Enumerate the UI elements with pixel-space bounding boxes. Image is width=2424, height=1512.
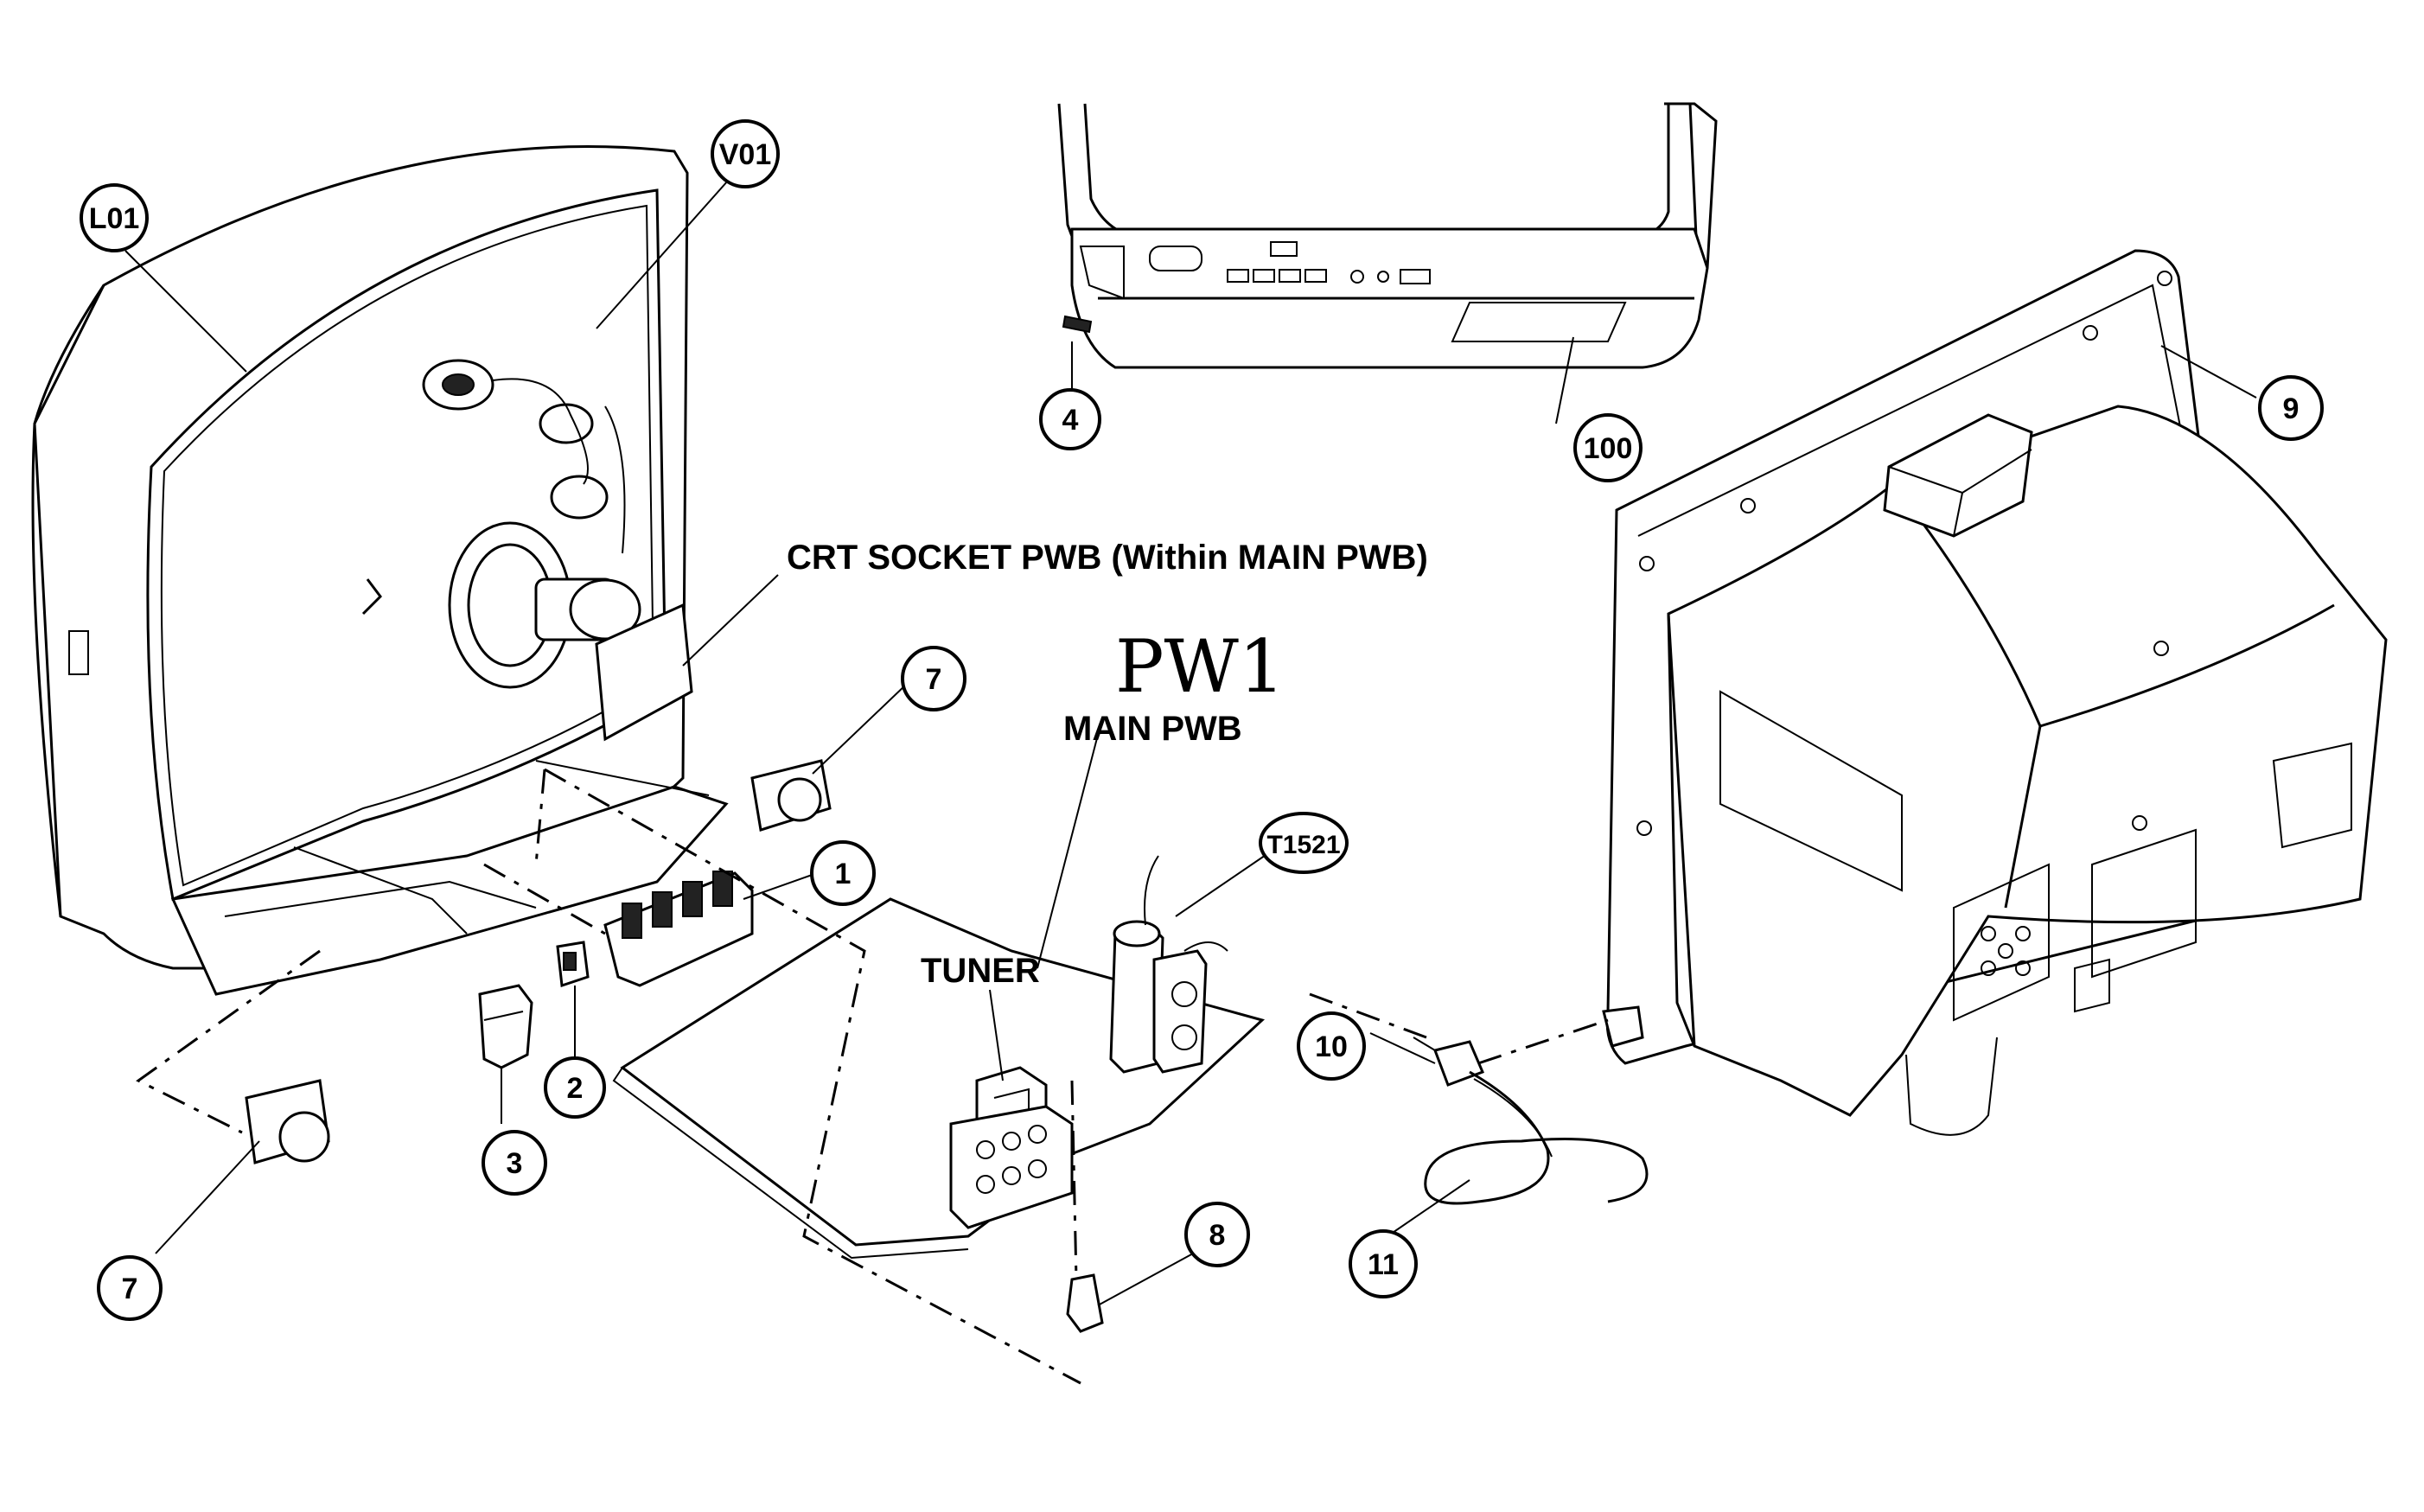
tuner-label: TUNER bbox=[921, 952, 1040, 990]
part-8-bracket bbox=[1066, 1273, 1104, 1333]
callout-l01: L01 bbox=[80, 183, 149, 252]
callout-7-upper-label: 7 bbox=[926, 663, 942, 696]
callout-2: 2 bbox=[544, 1056, 606, 1119]
callout-2-label: 2 bbox=[567, 1072, 584, 1105]
callout-7-lower-label: 7 bbox=[122, 1273, 138, 1305]
callout-l01-label: L01 bbox=[89, 202, 140, 235]
main-pwb-label: MAIN PWB bbox=[1063, 710, 1242, 748]
tv-front-view bbox=[1057, 102, 1718, 369]
callout-1: 1 bbox=[810, 840, 876, 906]
part-7-speaker-lower bbox=[245, 1079, 330, 1164]
callout-7-lower: 7 bbox=[97, 1255, 163, 1321]
callout-100-label: 100 bbox=[1584, 432, 1633, 465]
handwritten-pw1-label: PW1 bbox=[1115, 624, 1285, 709]
crt-socket-pwb-label: CRT SOCKET PWB (Within MAIN PWB) bbox=[787, 539, 1428, 577]
callout-4: 4 bbox=[1039, 388, 1101, 450]
leader-lines bbox=[124, 172, 2257, 1306]
callout-4-label: 4 bbox=[1062, 404, 1079, 437]
part-1-control-switch-block bbox=[603, 871, 754, 987]
callout-1-label: 1 bbox=[835, 858, 852, 890]
callout-11-label: 11 bbox=[1368, 1248, 1399, 1281]
callout-v01: V01 bbox=[711, 119, 780, 188]
part-2-clip bbox=[556, 941, 590, 988]
callout-t1521-label: T1521 bbox=[1266, 831, 1340, 859]
callout-t1521: T1521 bbox=[1259, 812, 1349, 874]
part-7-speaker-upper bbox=[750, 759, 832, 832]
callout-9-label: 9 bbox=[2283, 392, 2300, 425]
callout-8-label: 8 bbox=[1209, 1219, 1226, 1252]
part-3-holder bbox=[478, 984, 533, 1069]
callout-11: 11 bbox=[1349, 1229, 1418, 1298]
callout-v01-label: V01 bbox=[719, 138, 772, 171]
callout-3: 3 bbox=[482, 1130, 547, 1196]
part-11-ac-cord bbox=[1424, 1070, 1649, 1205]
callout-9: 9 bbox=[2258, 375, 2324, 441]
callout-100: 100 bbox=[1573, 413, 1643, 482]
callout-7-upper: 7 bbox=[901, 646, 966, 711]
callout-10: 10 bbox=[1297, 1011, 1366, 1081]
part-10-ac-cord-connector bbox=[1413, 1037, 1484, 1087]
front-cabinet-with-crt bbox=[31, 145, 729, 996]
callout-10-label: 10 bbox=[1315, 1030, 1348, 1063]
callout-8: 8 bbox=[1184, 1202, 1250, 1267]
main-pwb-board bbox=[612, 855, 1266, 1260]
assembly-guide-lines bbox=[136, 768, 1609, 1385]
callout-3-label: 3 bbox=[507, 1147, 523, 1180]
back-cabinet bbox=[1605, 249, 2388, 1136]
